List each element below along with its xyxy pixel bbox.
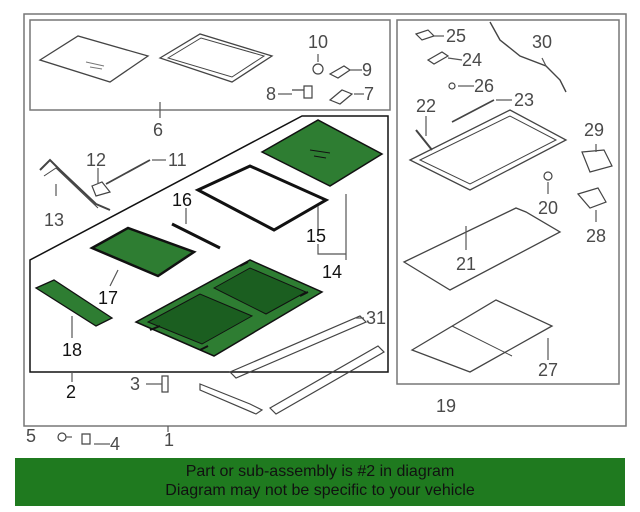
glass-panel-14 — [260, 119, 384, 187]
callout-18: 18 — [62, 340, 82, 360]
sunshade-27 — [410, 299, 554, 373]
cable-21 — [402, 207, 562, 291]
callout-2: 2 — [66, 382, 76, 402]
callout-1: 1 — [164, 430, 174, 450]
callout-13: 13 — [44, 210, 64, 230]
glass-glare — [85, 61, 105, 70]
callout-11: 11 — [168, 150, 187, 170]
module-28 — [576, 187, 607, 209]
callout-6: 6 — [153, 120, 163, 140]
leader-lines — [55, 35, 597, 445]
callout-25: 25 — [446, 26, 466, 46]
glass-panel-17 — [89, 226, 197, 278]
guide-22 — [415, 129, 433, 151]
panel-14-glare — [309, 149, 331, 159]
callout-27: 27 — [538, 360, 558, 380]
callout-31: 31 — [366, 308, 386, 328]
callout-15: 15 — [306, 226, 326, 246]
callout-10: 10 — [308, 32, 328, 52]
rail-lower — [269, 345, 385, 415]
screw-4 — [81, 433, 91, 445]
callout-22: 22 — [416, 96, 436, 116]
seal-15 — [194, 164, 330, 232]
callout-14: 14 — [322, 262, 342, 282]
callout-26: 26 — [474, 76, 494, 96]
deflector-18 — [34, 279, 114, 327]
callout-16: 16 — [172, 190, 192, 210]
main-frame — [23, 13, 627, 427]
callout-19: 19 — [436, 396, 456, 416]
bracket-lower — [199, 383, 264, 415]
banner-line-1: Part or sub-assembly is #2 in diagram — [185, 463, 455, 480]
track-frame — [408, 109, 568, 191]
pin-3 — [161, 375, 169, 393]
callout-17: 17 — [98, 288, 118, 308]
mechanism-frame-box — [396, 19, 620, 385]
clip-9 — [328, 65, 352, 79]
bracket-12 — [91, 181, 112, 197]
grommet-20 — [543, 171, 553, 181]
grommet-10 — [312, 63, 324, 75]
track-frame-inner — [418, 115, 558, 185]
sunshade-27-divider — [451, 325, 513, 357]
callout-21: 21 — [456, 254, 476, 274]
sunroof-assembly-box — [29, 115, 389, 373]
drain-hose-13b — [43, 167, 99, 209]
callout-12: 12 — [86, 150, 106, 170]
callout-30: 30 — [532, 32, 552, 52]
callout-9: 9 — [362, 60, 372, 80]
frame-2-bolts — [149, 261, 309, 351]
drain-hose-13 — [39, 158, 111, 211]
callout-24: 24 — [462, 50, 482, 70]
callout-8: 8 — [266, 84, 276, 104]
clip-7 — [328, 89, 354, 105]
strip-16 — [171, 222, 221, 250]
nut-5 — [57, 432, 67, 442]
rod-11 — [105, 159, 151, 185]
callout-4: 4 — [110, 434, 120, 454]
rail-23 — [451, 99, 495, 123]
callout-5: 5 — [26, 426, 36, 446]
callout-28: 28 — [586, 226, 606, 246]
bolt-8 — [292, 85, 313, 99]
info-banner: Part or sub-assembly is #2 in diagram Di… — [15, 458, 625, 506]
callout-3: 3 — [130, 374, 140, 394]
callout-29: 29 — [584, 120, 604, 140]
connector-25 — [414, 29, 436, 41]
callout-23: 23 — [514, 90, 534, 110]
glass-frame-inner — [166, 37, 266, 78]
callout-20: 20 — [538, 198, 558, 218]
glass-panel-outline — [38, 35, 150, 83]
motor-29 — [581, 149, 613, 173]
glass-frame-outline — [158, 33, 274, 83]
wire-harness-30 — [489, 21, 567, 93]
banner-line-2: Diagram may not be specific to your vehi… — [165, 482, 475, 499]
glass-frame-box — [29, 19, 391, 111]
button-26 — [448, 82, 456, 90]
clip-24 — [426, 51, 450, 65]
callout-7: 7 — [364, 84, 374, 104]
rail-31 — [228, 315, 368, 379]
